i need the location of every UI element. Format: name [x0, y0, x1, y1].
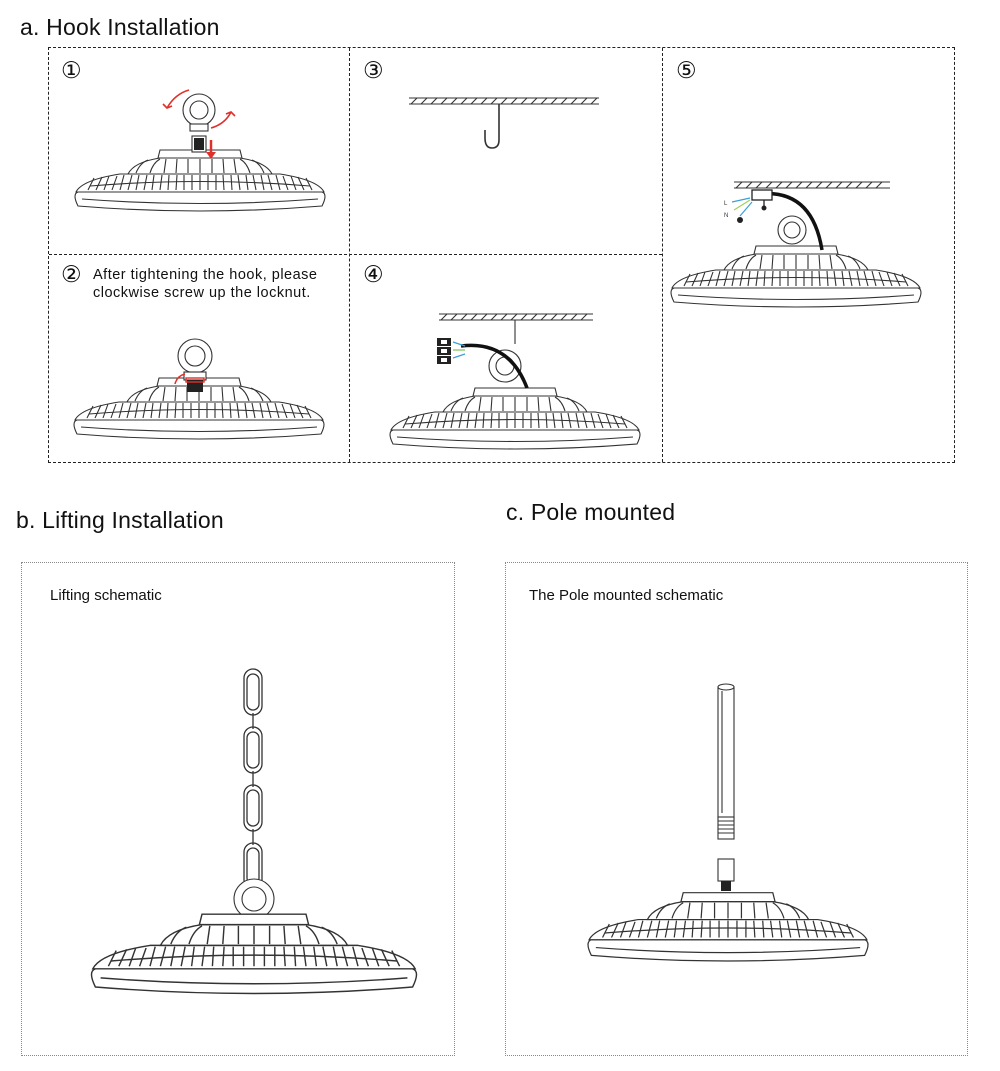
step-2-text-line: After tightening the hook, please [93, 267, 318, 283]
step-5-cell: ⑤ L N [662, 48, 956, 464]
neutral-wire-label: N [724, 213, 728, 219]
step-5-number: ⑤ [676, 58, 697, 84]
step-1-illustration [74, 89, 326, 212]
locknut [187, 380, 203, 392]
pole [717, 683, 735, 840]
step-4-illustration [389, 313, 641, 450]
step-2-instructions: After tightening the hook, please clockw… [93, 266, 353, 302]
lifting-schematic-illustration [90, 668, 418, 995]
pole-adapter [717, 858, 735, 882]
lifting-schematic-panel: Lifting schematic [21, 562, 455, 1056]
step-2-illustration [73, 338, 325, 440]
grid-divider [349, 48, 350, 462]
step-3-number: ③ [363, 58, 384, 84]
thread-stud [194, 138, 204, 150]
live-wire-label: L [724, 201, 728, 207]
grid-divider [49, 254, 662, 255]
chain [243, 668, 263, 908]
junction-box [751, 189, 773, 201]
step-2-number: ② [61, 262, 82, 288]
grid-divider [662, 48, 663, 462]
ground-terminal [737, 217, 743, 223]
step-4-cell: ④ [349, 254, 662, 464]
step-2-text-line: clockwise screw up the locknut. [93, 285, 311, 301]
rotate-arrow-right [210, 111, 232, 129]
tighten-arrow [174, 373, 186, 385]
step-2-cell: ② After tightening the hook, please cloc… [49, 254, 349, 464]
pole-mounted-schematic-illustration [587, 683, 869, 962]
step-1-number: ① [61, 58, 82, 84]
lifting-schematic-caption: Lifting schematic [50, 587, 162, 604]
hook-installation-title: a. Hook Installation [20, 14, 220, 40]
ceiling-hook [484, 104, 500, 149]
step-1-cell: ① [49, 48, 349, 254]
lifting-installation-title: b. Lifting Installation [16, 507, 224, 533]
step-3-illustration [409, 97, 599, 149]
rotate-arrow-left [166, 89, 190, 109]
ceiling-line [409, 97, 599, 105]
pole-mounted-schematic-panel: The Pole mounted schematic [505, 562, 968, 1056]
ceiling-line [734, 181, 890, 189]
step-3-cell: ③ [349, 48, 662, 254]
ceiling-line [439, 313, 593, 321]
terminal-block [437, 338, 451, 364]
pole-mounted-title: c. Pole mounted [506, 499, 676, 525]
step-4-number: ④ [363, 262, 384, 288]
hook-installation-grid: ① ② After tightening the hook, please cl… [48, 47, 955, 463]
pole-mounted-schematic-caption: The Pole mounted schematic [529, 587, 724, 604]
step-5-illustration: L N [670, 181, 922, 308]
power-cable [460, 343, 529, 389]
